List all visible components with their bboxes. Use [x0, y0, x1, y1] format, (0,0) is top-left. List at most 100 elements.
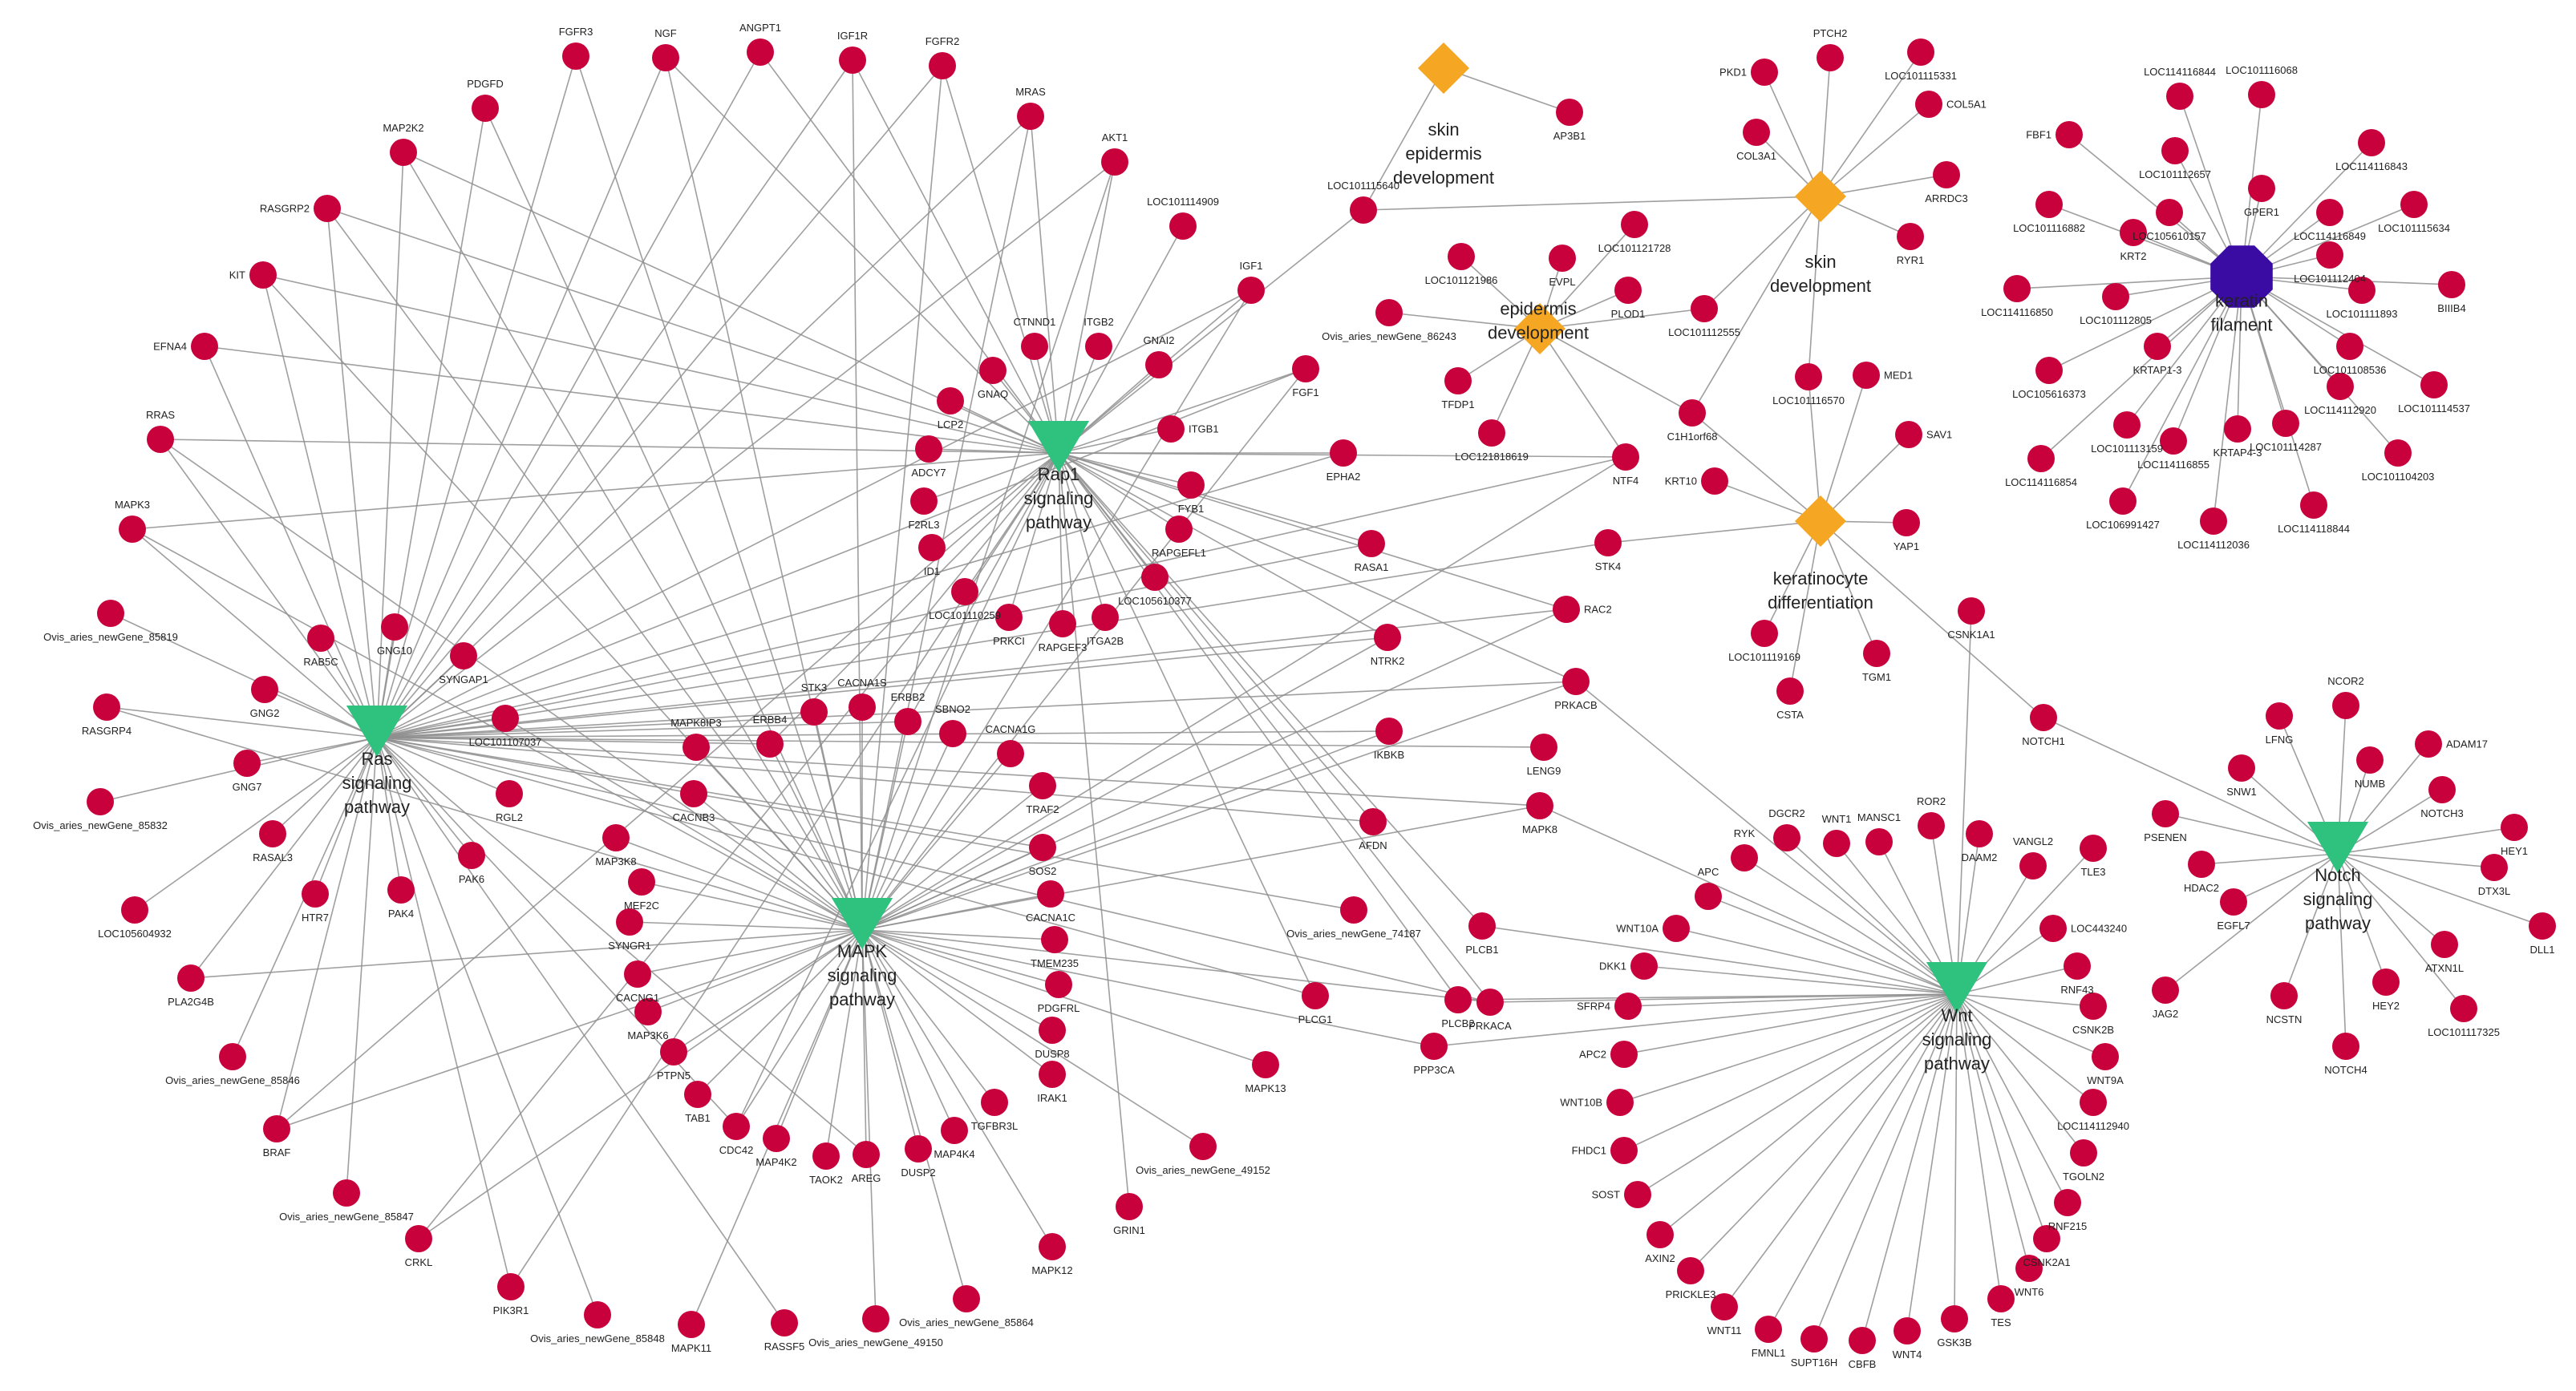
gene-node-rab5c[interactable]	[307, 625, 334, 652]
gene-node-vangl2[interactable]	[2019, 852, 2047, 879]
gene-node-angpt1[interactable]	[747, 38, 774, 66]
gene-node-loc101112555[interactable]	[1691, 295, 1718, 322]
gene-node-yap1[interactable]	[1893, 509, 1920, 536]
gene-node-dusp8[interactable]	[1039, 1017, 1066, 1044]
gene-node-rras[interactable]	[147, 426, 174, 453]
gene-node-rassf5[interactable]	[771, 1309, 798, 1336]
gene-node-rasal3[interactable]	[259, 820, 286, 847]
gene-node-ryr1[interactable]	[1897, 223, 1924, 250]
gene-node-gper1[interactable]	[2248, 175, 2275, 202]
gene-node-cdc42[interactable]	[723, 1113, 750, 1140]
gene-node-loc101115331[interactable]	[1907, 38, 1934, 66]
gene-node-loc114116849[interactable]	[2316, 199, 2343, 226]
gene-node-loc105610157[interactable]	[2156, 199, 2183, 226]
gene-node-atxn1l[interactable]	[2431, 931, 2458, 958]
gene-node-mapk3[interactable]	[119, 516, 146, 543]
gene-node-ovis-aries-newgene-86243[interactable]	[1375, 299, 1403, 326]
gene-node-loc121818619[interactable]	[1478, 419, 1505, 447]
gene-node-ngf[interactable]	[652, 44, 679, 71]
gene-node-loc101116068[interactable]	[2248, 81, 2275, 108]
gene-node-fmnl1[interactable]	[1755, 1316, 1782, 1343]
gene-node-braf[interactable]	[263, 1115, 290, 1142]
gene-node-ppp3ca[interactable]	[1420, 1033, 1448, 1060]
gene-node-prkaca[interactable]	[1476, 989, 1504, 1016]
gene-node-ncor2[interactable]	[2332, 692, 2359, 719]
gene-node-sost[interactable]	[1624, 1181, 1651, 1208]
gene-node-syngap1[interactable]	[450, 642, 477, 669]
gene-node-taok2[interactable]	[812, 1142, 840, 1170]
gene-node-rasgrp2[interactable]	[314, 195, 341, 222]
gene-node-wnt11[interactable]	[1711, 1293, 1738, 1320]
gene-node-rasa1[interactable]	[1358, 530, 1385, 557]
gene-node-loc101115640[interactable]	[1350, 196, 1377, 224]
gene-node-rasgrp4[interactable]	[93, 693, 120, 721]
gene-node-cacna1g[interactable]	[997, 740, 1024, 767]
go-term-node-epi_dev[interactable]	[1514, 303, 1565, 354]
gene-node-mapk12[interactable]	[1039, 1233, 1066, 1260]
gene-node-ncstn[interactable]	[2270, 982, 2298, 1009]
gene-node-plod1[interactable]	[1614, 277, 1642, 304]
gene-node-tle3[interactable]	[2080, 835, 2107, 862]
gene-node-pkd1[interactable]	[1751, 59, 1778, 86]
gene-node-tmem235[interactable]	[1041, 926, 1068, 953]
gene-node-loc114112036[interactable]	[2200, 507, 2227, 535]
gene-node-cacna1s[interactable]	[849, 693, 876, 721]
gene-node-dkk1[interactable]	[1630, 952, 1658, 980]
gene-node-loc114112940[interactable]	[2080, 1089, 2107, 1116]
gene-node-loc114116855[interactable]	[2160, 427, 2187, 455]
gene-node-apc[interactable]	[1695, 883, 1722, 910]
gene-node-prickle3[interactable]	[1677, 1257, 1704, 1284]
gene-node-akt1[interactable]	[1101, 148, 1128, 176]
gene-node-loc101114537[interactable]	[2420, 371, 2448, 398]
gene-node-mapk8[interactable]	[1526, 792, 1553, 819]
gene-node-loc101113159[interactable]	[2113, 411, 2141, 439]
gene-node-rac2[interactable]	[1553, 596, 1580, 623]
gene-node-map3k6[interactable]	[634, 998, 662, 1025]
gene-node-pik3r1[interactable]	[497, 1273, 525, 1300]
gene-node-pdgfd[interactable]	[472, 95, 499, 122]
gene-node-ntrk2[interactable]	[1374, 624, 1401, 651]
gene-node-ovis-aries-newgene-85832[interactable]	[87, 788, 114, 815]
gene-node-daam2[interactable]	[1966, 820, 1993, 847]
gene-node-map3k8[interactable]	[602, 824, 630, 851]
gene-node-prkacb[interactable]	[1562, 668, 1590, 695]
gene-node-igf1[interactable]	[1237, 277, 1265, 304]
gene-node-wnt10b[interactable]	[1606, 1089, 1634, 1116]
gene-node-csnk1a1[interactable]	[1958, 597, 1985, 625]
gene-node-ovis-aries-newgene-74187[interactable]	[1340, 896, 1367, 924]
gene-node-f2rl3[interactable]	[910, 487, 938, 515]
gene-node-hdac2[interactable]	[2188, 851, 2215, 878]
gene-node-ror2[interactable]	[1918, 812, 1945, 839]
gene-node-gsk3b[interactable]	[1941, 1305, 1968, 1332]
gene-node-arrdc3[interactable]	[1933, 161, 1960, 188]
gene-node-loc101116882[interactable]	[2035, 191, 2063, 218]
gene-node-fyb1[interactable]	[1177, 471, 1205, 499]
gene-node-dusp2[interactable]	[905, 1135, 932, 1163]
gene-node-csnk2a1[interactable]	[2033, 1225, 2060, 1252]
gene-node-adam17[interactable]	[2415, 730, 2442, 758]
gene-node-fgfr2[interactable]	[929, 52, 956, 79]
gene-node-notch4[interactable]	[2332, 1033, 2359, 1060]
gene-node-ovis-aries-newgene-85864[interactable]	[953, 1285, 980, 1312]
gene-node-plcb1[interactable]	[1468, 912, 1496, 940]
gene-node-kit[interactable]	[249, 261, 277, 289]
gene-node-col5a1[interactable]	[1915, 91, 1942, 118]
gene-node-jag2[interactable]	[2152, 977, 2179, 1004]
gene-node-evpl[interactable]	[1549, 245, 1576, 272]
go-term-node-skin_epi[interactable]	[1418, 42, 1469, 94]
gene-node-plcb2[interactable]	[1444, 986, 1472, 1013]
gene-node-loc114116843[interactable]	[2358, 129, 2385, 156]
gene-node-wnt6[interactable]	[2015, 1255, 2043, 1282]
gene-node-ptpn5[interactable]	[660, 1038, 687, 1065]
gene-node-rgl2[interactable]	[496, 780, 523, 807]
gene-node-krt10[interactable]	[1701, 467, 1728, 495]
gene-node-afdn[interactable]	[1359, 808, 1387, 835]
gene-node-loc105616373[interactable]	[2035, 357, 2063, 384]
gene-node-mapk11[interactable]	[678, 1311, 705, 1338]
gene-node-numb[interactable]	[2356, 746, 2384, 774]
gene-node-gng7[interactable]	[233, 750, 261, 777]
go-term-node-skin_dev[interactable]	[1795, 171, 1846, 222]
gene-node-stk4[interactable]	[1594, 529, 1622, 556]
gene-node-itgb1[interactable]	[1157, 415, 1185, 443]
gene-node-loc114116844[interactable]	[2166, 83, 2193, 110]
